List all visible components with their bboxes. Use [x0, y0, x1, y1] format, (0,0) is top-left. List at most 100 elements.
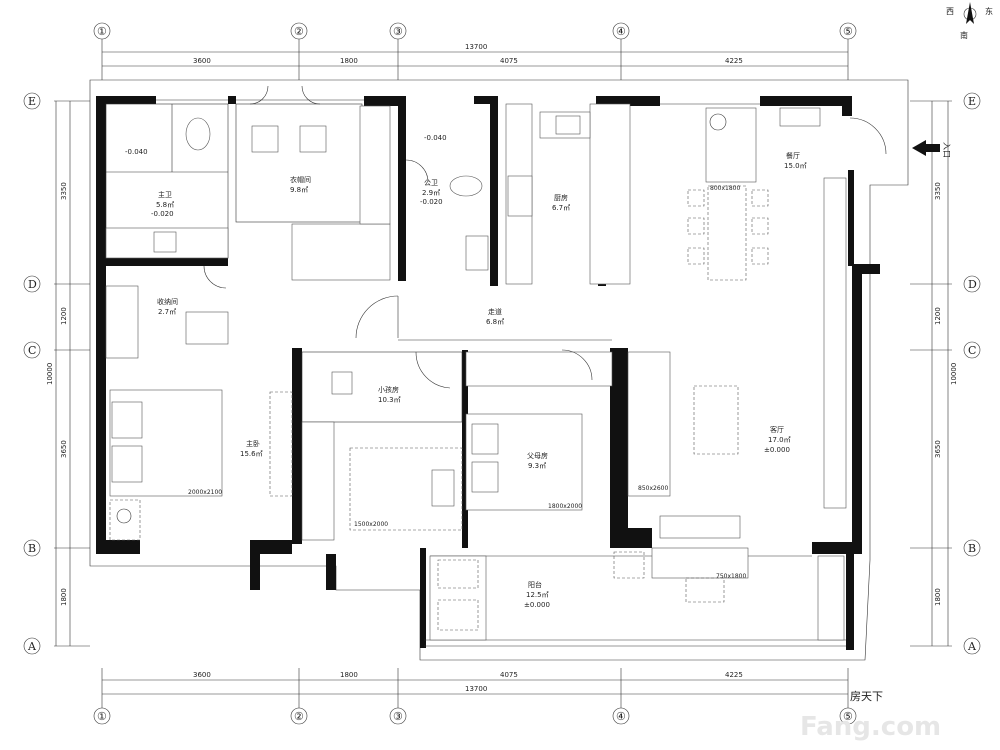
north-arrow-icon	[966, 2, 974, 24]
living-level: ±0.000	[764, 446, 790, 454]
site-boundary	[89, 79, 909, 661]
axis-row-e: E	[28, 95, 36, 108]
right-axis-labels: E D C B A	[963, 92, 981, 655]
dim-right-2: 1200	[934, 307, 942, 325]
kids-bed	[349, 447, 463, 531]
axis-col-4-bottom: ④	[616, 710, 626, 723]
dim-top-4: 4225	[725, 57, 743, 65]
compass-west: 西	[946, 7, 954, 16]
dim-bottom-total: 13700	[465, 685, 487, 693]
watermark-cn: 房天下	[850, 690, 883, 703]
axis-col-2-bottom: ②	[294, 710, 304, 723]
axis-col-2: ②	[294, 25, 304, 38]
dim-right-4: 1800	[934, 588, 942, 606]
dim-right-1: 3350	[934, 182, 942, 200]
cloakroom-name: 衣帽间	[290, 175, 311, 184]
bottom-dimensions: 3600 1800 4075 4225 13700	[101, 668, 849, 708]
axis-col-5: ⑤	[843, 25, 853, 38]
axis-row-c: C	[28, 344, 36, 357]
dim-top-total: 13700	[465, 43, 487, 51]
dim-top-3: 4075	[500, 57, 518, 65]
kids-room-name: 小孩房	[378, 385, 399, 394]
dim-left-total: 10000	[46, 363, 54, 385]
toilet-icon	[185, 117, 211, 151]
storage-name: 收纳间	[157, 297, 178, 306]
parents-bed-size: 1800x2000	[548, 503, 582, 510]
room-labels: -0.040 主卫 5.8㎡ -0.020 衣帽间 9.8㎡ -0.040 公卫…	[125, 134, 807, 609]
storage-area: 2.7㎡	[158, 308, 176, 316]
watermark: Fang.com	[800, 712, 941, 742]
axis-col-3: ③	[393, 25, 403, 38]
toilet-icon-2	[449, 175, 483, 197]
master-bed-size: 2000x2100	[188, 489, 222, 496]
doors	[203, 85, 887, 389]
public-bath-level: -0.020	[420, 198, 443, 206]
master-bath-level: -0.020	[151, 210, 174, 218]
furniture	[109, 107, 821, 631]
dim-right-total: 10000	[950, 363, 958, 385]
entrance-label: 入口	[942, 142, 951, 158]
compass-east: 东	[985, 6, 993, 16]
dim-bottom-1: 3600	[193, 671, 211, 679]
left-axis-labels: E D C B A	[23, 92, 41, 655]
dim-top-2: 1800	[340, 57, 358, 65]
axis-col-4: ④	[616, 25, 626, 38]
bottom-axis-labels: ① ② ③ ④ ⑤	[93, 707, 857, 725]
dining-area: 15.0㎡	[784, 162, 807, 170]
axis-row-e-right: E	[968, 95, 976, 108]
balcony-area: 12.5㎡	[526, 591, 549, 599]
top-axis-labels: ① ② ③ ④ ⑤	[93, 22, 857, 40]
left-dimensions: 3350 1200 3650 1800 10000	[46, 100, 90, 647]
lamp-icon	[116, 508, 132, 524]
dim-left-1: 3350	[60, 182, 68, 200]
dim-left-4: 1800	[60, 588, 68, 606]
master-bath-name: 主卫	[158, 190, 172, 199]
parents-room-area: 9.3㎡	[528, 462, 546, 470]
axis-col-1-bottom: ①	[97, 710, 107, 723]
master-bed-name: 主卧	[246, 439, 260, 448]
dim-top-1: 3600	[193, 57, 211, 65]
axis-col-1: ①	[97, 25, 107, 38]
axis-row-b-right: B	[968, 542, 976, 555]
public-bath-name: 公卫	[424, 179, 438, 187]
balcony-name: 阳台	[528, 580, 542, 589]
axis-row-b: B	[28, 542, 36, 555]
master-bed-area: 15.6㎡	[240, 450, 263, 458]
living-area: 17.0㎡	[768, 436, 791, 444]
axis-row-a-right: A	[967, 640, 977, 653]
corridor-area: 6.8㎡	[486, 318, 504, 326]
master-bath-floor: -0.040	[125, 148, 148, 156]
axis-row-a: A	[27, 640, 37, 653]
dim-bottom-2: 1800	[340, 671, 358, 679]
dim-right-3: 3650	[934, 440, 942, 458]
dining-name: 餐厅	[786, 151, 800, 160]
compass-south: 南	[960, 30, 968, 40]
kitchen-name: 厨房	[554, 193, 568, 202]
kitchen-sink-icon	[555, 115, 581, 135]
right-dimensions: 3350 1200 3650 1800 10000	[910, 100, 958, 647]
axis-col-3-bottom: ③	[393, 710, 403, 723]
living-table-size: 750x1800	[716, 573, 746, 580]
dim-left-2: 1200	[60, 307, 68, 325]
balcony-level: ±0.000	[524, 601, 550, 609]
entrance-arrow-icon	[912, 140, 940, 156]
sink-icon	[153, 231, 177, 253]
kids-room-area: 10.3㎡	[378, 396, 401, 404]
public-bath-floor: -0.040	[424, 134, 447, 142]
sofa	[627, 351, 671, 497]
dining-counter	[705, 107, 757, 183]
axis-row-d: D	[28, 278, 37, 291]
kitchen-area: 6.7㎡	[552, 204, 570, 212]
dim-left-3: 3650	[60, 440, 68, 458]
living-name: 客厅	[770, 425, 784, 434]
dining-table-size: 800x1800	[710, 185, 740, 192]
master-bath-area: 5.8㎡	[156, 201, 174, 209]
compass: 西 东 南	[946, 2, 993, 40]
dim-bottom-3: 4075	[500, 671, 518, 679]
public-bath-area: 2.9㎡	[422, 189, 440, 197]
stove-icon	[507, 175, 533, 217]
corridor-name: 走道	[488, 307, 502, 316]
dim-bottom-4: 4225	[725, 671, 743, 679]
axis-col-5-bottom: ⑤	[843, 710, 853, 723]
